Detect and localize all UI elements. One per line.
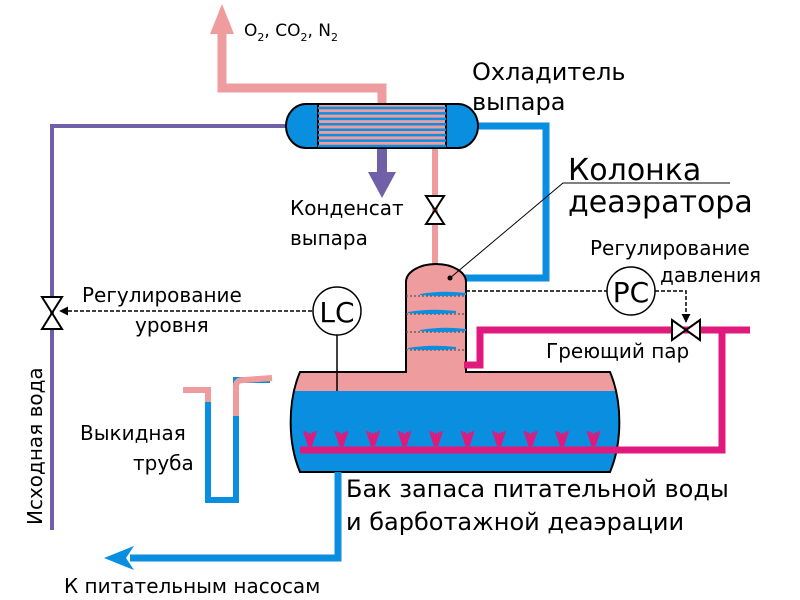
level-control-label-2: уровня [135, 313, 209, 337]
deaerator-column-label-2: деаэратора [568, 185, 753, 220]
bubblers [303, 430, 601, 447]
cooling-water-line [462, 122, 550, 282]
pressure-controller-label: PC [613, 276, 649, 309]
pressure-control-label-1: Регулирование [590, 236, 750, 260]
tray-water [408, 309, 456, 314]
vent-arrow-icon [210, 4, 234, 34]
bubbler [366, 430, 380, 447]
tray-water [408, 345, 456, 350]
condensate-valve-icon [424, 195, 446, 225]
condensate-drain-arrow-icon [368, 148, 396, 198]
overflow-pipe-label-2: труба [133, 451, 194, 475]
heating-steam-line [300, 326, 750, 454]
raw-water-label: Исходная вода [23, 367, 47, 525]
bubbler [460, 430, 475, 447]
bubbler [334, 430, 349, 447]
pressure-control-label-2: давления [660, 263, 761, 287]
vent-cooler-label-2: выпара [472, 88, 565, 116]
heating-steam-label: Греющий пар [546, 339, 689, 363]
raw-water-valve-icon[interactable] [40, 296, 64, 330]
vapor-condensate-label-2: выпара [290, 226, 368, 250]
steam-valve-icon[interactable] [671, 318, 701, 342]
tray-water [420, 291, 466, 296]
raw-water-line [50, 124, 306, 530]
bubbler [397, 430, 412, 447]
bubbler [492, 430, 506, 447]
vent-cooler-label-1: Охладитель [472, 58, 626, 86]
storage-tank-label-2: и барботажной деаэрации [346, 508, 684, 536]
bubbler [555, 430, 569, 447]
to-feed-pumps-label: К питательным насосам [64, 574, 320, 598]
level-controller-label: LC [319, 296, 354, 329]
column-trays [406, 291, 466, 351]
bubbler [523, 430, 538, 447]
feed-water-outlet [104, 472, 342, 570]
level-signal-line [59, 306, 338, 391]
deaerator-column [405, 263, 467, 376]
pressure-controller[interactable]: PC [606, 266, 656, 316]
vapor-condensate-label-1: Конденсат [290, 196, 404, 220]
overflow-pipe-label-1: Выкидная [80, 421, 186, 445]
bubbler [303, 430, 317, 447]
cooler-tubes [318, 106, 446, 148]
storage-tank [289, 371, 621, 473]
bubbler [586, 430, 601, 447]
vent-gases-label: O2, CO2, N2 [244, 21, 338, 44]
storage-tank-label-1: Бак запаса питательной воды [346, 475, 729, 503]
overflow-pipe [183, 375, 273, 503]
vent-gas-line [210, 4, 387, 108]
vent-cooler [285, 103, 479, 149]
bubbler [429, 430, 443, 447]
pressure-signal-line [466, 290, 691, 323]
outlet-arrow-icon [104, 546, 134, 570]
column-leader-line [449, 182, 730, 279]
tray-water [420, 327, 466, 332]
level-controller[interactable]: LC [312, 286, 362, 336]
level-control-label-1: Регулирование [82, 283, 242, 307]
deaerator-column-label-1: Колонка [568, 153, 701, 188]
